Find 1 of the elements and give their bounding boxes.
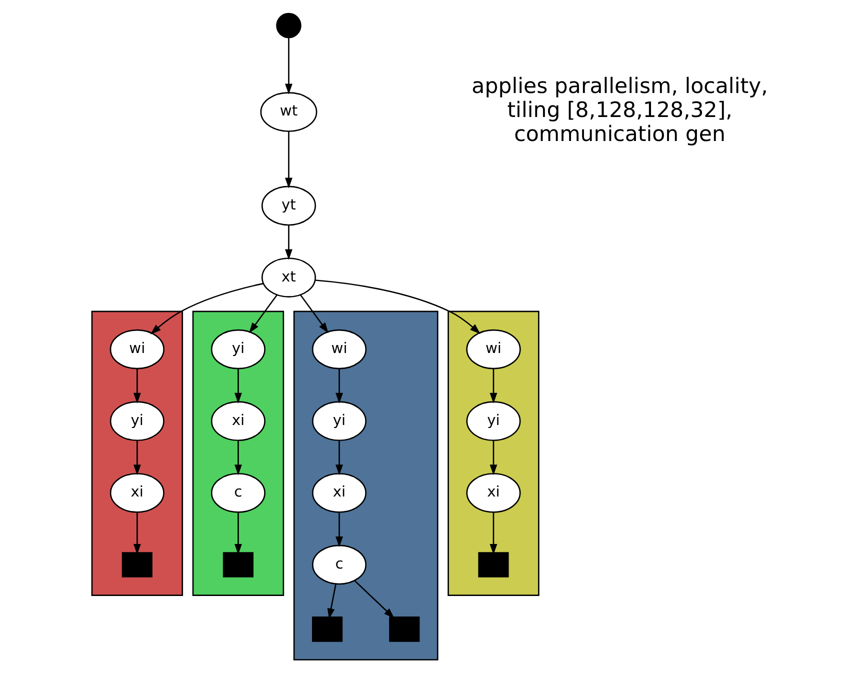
label: applies parallelism, locality, tiling [8,128,128,32], communication gen xyxy=(472,74,768,147)
